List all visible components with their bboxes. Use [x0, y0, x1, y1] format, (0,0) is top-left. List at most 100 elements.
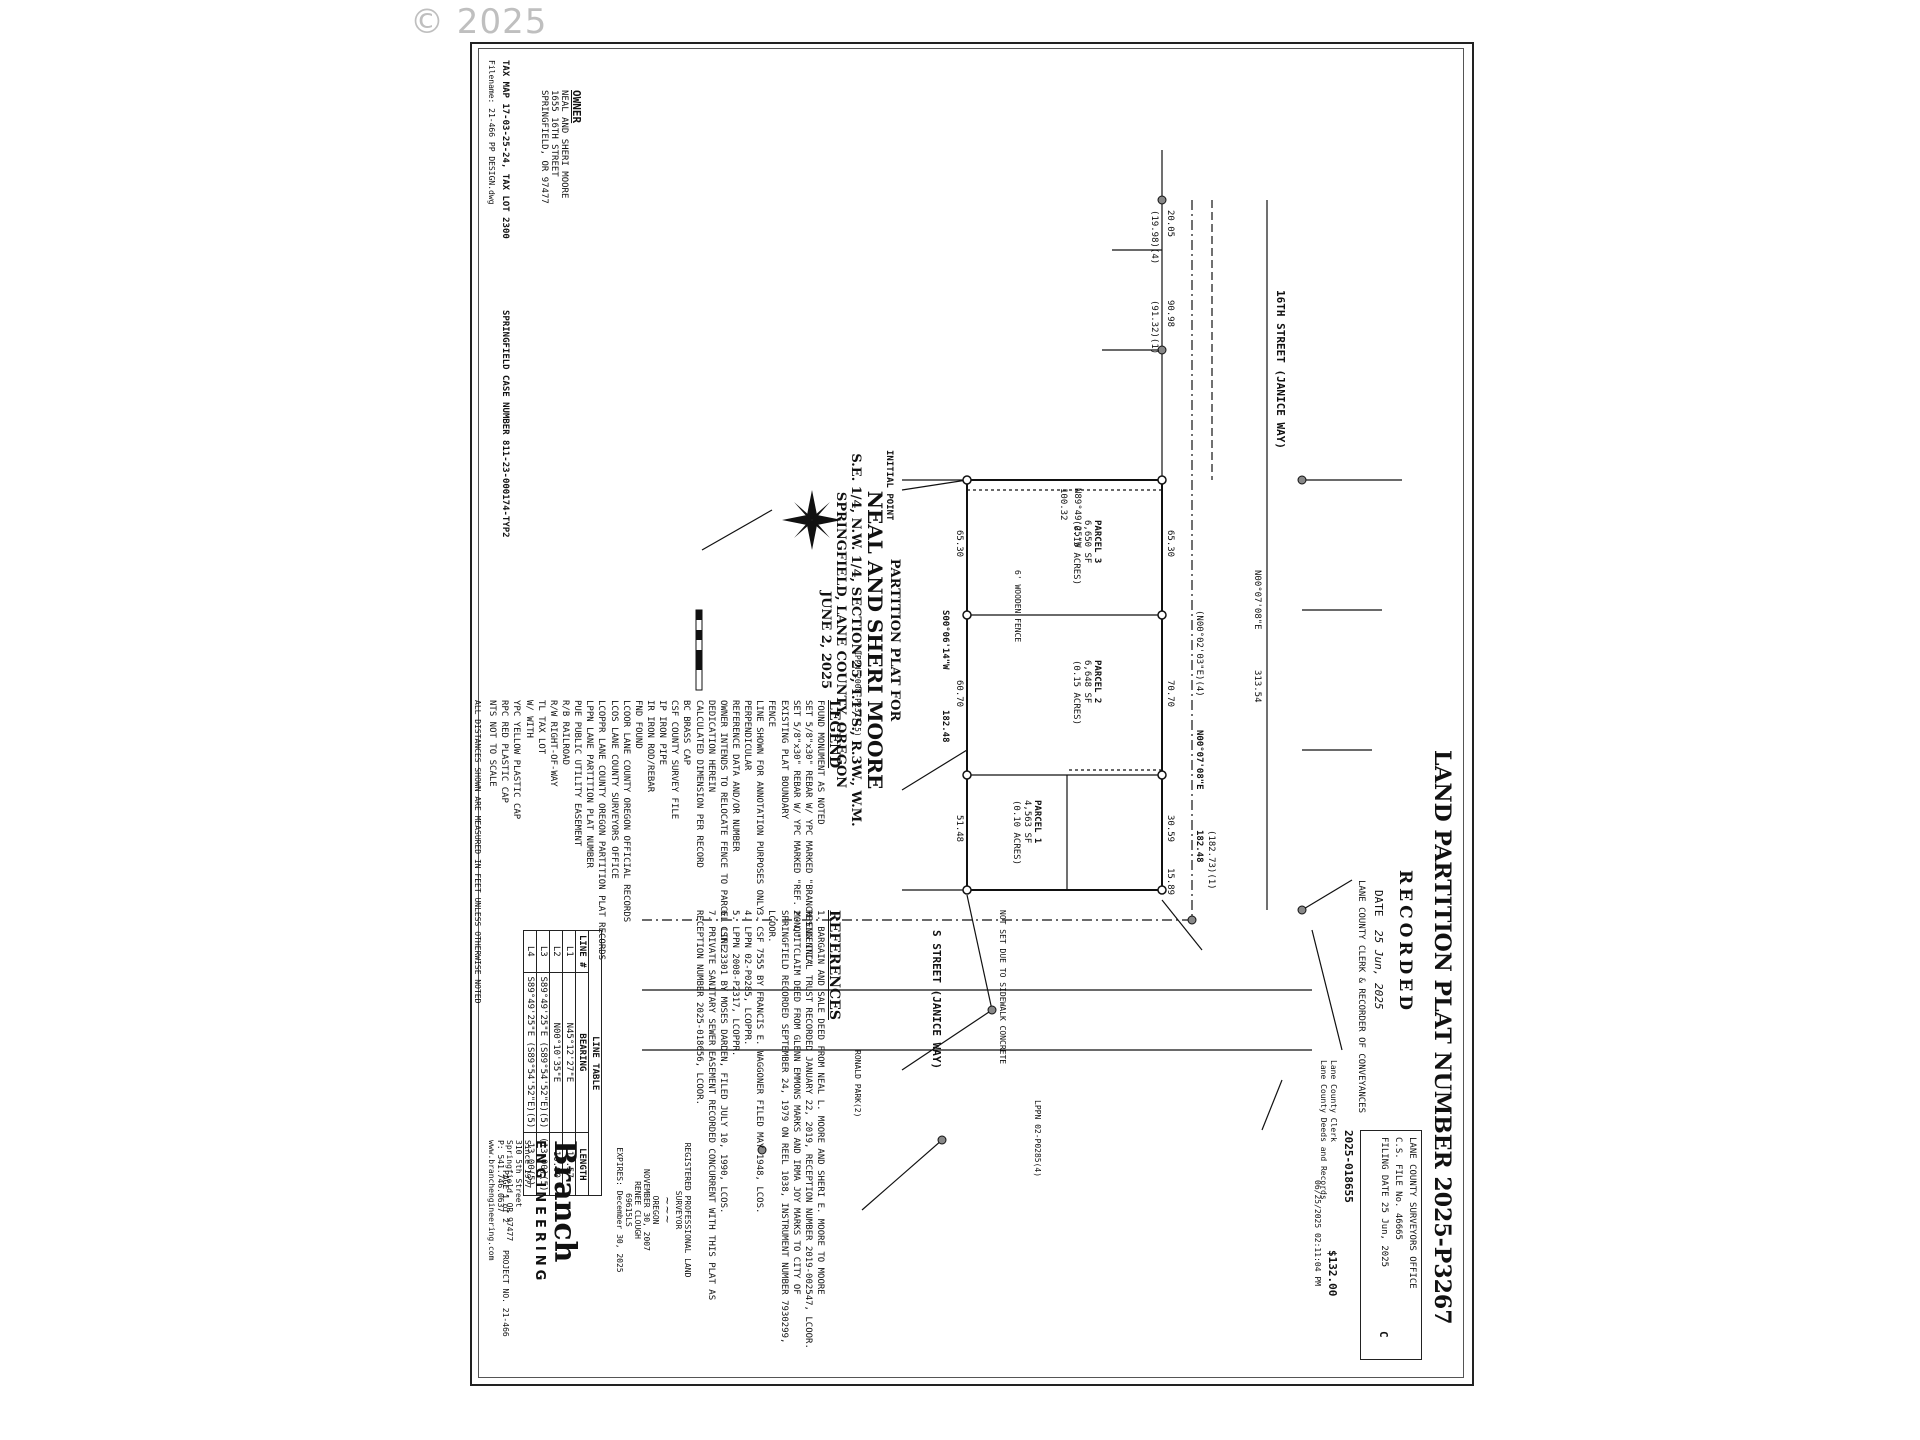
dim-north-2: 70.70 [1165, 680, 1175, 708]
dim-north-3: 30.59 [1165, 815, 1175, 843]
surveyor-stamp: REGISTERED PROFESSIONAL LAND SURVEYOR ~~… [615, 1140, 692, 1280]
recording-number: 2025-018655 [1342, 1130, 1355, 1203]
dim-south-3: 51.48 [954, 815, 964, 843]
company-name-2: ENGINEERING [532, 1140, 547, 1285]
company-since: Since 1977 [523, 1140, 532, 1189]
footer-page: PAGE 1 of 2 [501, 1170, 510, 1223]
dim-left-2: 20.05 [1165, 210, 1175, 238]
street-north: 16TH STREET (JANICE WAY) [1274, 290, 1287, 449]
company-address-1: 310 5th Street [514, 1140, 523, 1208]
surveyor-signature: ~~~ [661, 1196, 674, 1224]
table-cell: S89°49'25"E (S89°54'52"E)(5) [536, 972, 550, 1133]
surveyor-name: RENEE CLOUGH [633, 1181, 642, 1239]
parcel-3-area: 6,650 SF [1081, 520, 1092, 564]
property-boundary [966, 479, 1163, 891]
line-table-col-line: LINE # [575, 930, 589, 973]
surveyor-number: 69615LS [624, 1193, 633, 1227]
dim-left-1-record: (91.32)(1) [1149, 300, 1159, 355]
legend-item: FND FOUND [632, 700, 643, 749]
footer-project: PROJECT NO. 21-466 [501, 1250, 510, 1337]
legend-item: IP IRON PIPE [657, 700, 668, 766]
recording-office: Lane County Deeds and Records [1319, 1060, 1328, 1200]
recorded-label: RECORDED [1395, 870, 1415, 1014]
recording-timestamp: 06/25/2025 02:11:04 PM [1313, 1180, 1322, 1286]
table-cell: L1 [562, 930, 576, 973]
table-cell: N00°10'35"E [549, 972, 563, 1133]
dim-left-1: 90.98 [1165, 300, 1175, 328]
parcel-1-name: PARCEL 1 [1032, 800, 1042, 844]
fence-label: 6' WOODEN FENCE [1013, 570, 1022, 643]
legend-item: NTS NOT TO SCALE [487, 700, 498, 787]
dim-south-total: 182.48 [940, 710, 950, 743]
legend-item: YPC YELLOW PLASTIC CAP [511, 700, 522, 820]
lppn-2-label: LPPN 2008-P2317(5) [853, 650, 862, 737]
reference-item: 7. PRIVATE SANITARY SEWER EASEMENT RECOR… [693, 910, 716, 1301]
dim-north-bearing: N00°07'08"E [1194, 730, 1204, 790]
owner-name: NEAL AND SHERI MOORE [559, 90, 570, 199]
table-cell: L3 [536, 930, 550, 973]
legend-item: LCOOR LANE COUNTY OREGON OFFICIAL RECORD… [620, 700, 631, 923]
recording-county: Lane County Clerk [1329, 1060, 1338, 1142]
legend-item: BC BRASS CAP [681, 700, 692, 766]
owner-block: OWNER NEAL AND SHERI MOORE 1655 16TH STR… [538, 90, 583, 204]
plat-inner-border [478, 48, 1464, 1378]
parcel-2-acres: (0.15 ACRES) [1071, 660, 1082, 726]
dim-south-bearing: S00°06'14"W [940, 610, 950, 670]
lppn-1-label: LPPN 02-P0285(4) [1033, 1100, 1042, 1178]
table-cell: L4 [523, 930, 537, 973]
surveyors-box: LANE COUNTY SURVEYORS OFFICE C.S. FILE N… [1360, 1130, 1422, 1360]
surveyors-letter: C [1377, 1331, 1390, 1338]
table-cell: N45°12'27"E [562, 972, 576, 1133]
legend-note: ALL DISTANCES SHOWN ARE MEASURED IN FEET… [473, 700, 483, 1004]
line-table-heading: LINE TABLE [588, 930, 602, 1196]
references-heading: REFERENCES [826, 910, 842, 1020]
dim-north-record: (N00°02'03"E)(4) [1194, 610, 1204, 697]
footer-tax-map: TAX MAP 17-03-25-24, TAX LOT 2300 [500, 60, 510, 239]
dim-west-length: 100.32 [1058, 488, 1068, 521]
initial-point-label: INITIAL POINT [884, 450, 894, 521]
filing-date: FILING DATE 25 Jun, 2025 [1379, 1137, 1389, 1268]
owner-label: OWNER [570, 90, 583, 124]
owner-city: SPRINGFIELD, OR 97477 [538, 90, 549, 204]
ronald-park-label: RONALD PARK(2) [853, 1050, 862, 1118]
dim-south-2: 60.70 [954, 680, 964, 708]
parcel-1-area: 4,563 SF [1021, 800, 1032, 844]
parcel-1-acres: (0.10 ACRES) [1011, 800, 1022, 866]
dim-street-length: 313.54 [1252, 670, 1262, 703]
legend-item: IR IRON ROD/REBAR [645, 700, 656, 793]
parcel-2-area: 6,648 SF [1081, 660, 1092, 704]
owner-street: 1655 16TH STREET [549, 90, 560, 177]
surveyor-expires: EXPIRES: December 30, 2025 [615, 1147, 624, 1273]
company-web: www.branchengineering.com [487, 1140, 496, 1261]
copyright-watermark: © 2025 [410, 2, 548, 42]
plat-linework [642, 150, 1402, 1211]
company-name: Branch [547, 1140, 582, 1263]
reference-item: 2. QUITCLAIM DEED FROM GLENN EMMONS MARK… [766, 910, 801, 1344]
not-set-label: NOT SET DUE TO SIDEWALK CONCRETE [998, 910, 1007, 1065]
recording-amount: $132.00 [1326, 1250, 1339, 1297]
dim-north-4: 15.89 [1165, 868, 1175, 896]
surveyor-state: OREGON [651, 1195, 660, 1225]
street-east: S STREET (JANICE WAY) [930, 930, 943, 1070]
surveyor-date: NOVEMBER 30, 2007 [642, 1169, 651, 1251]
footer-case: SPRINGFIELD CASE NUMBER 811-23-000174-TY… [500, 310, 510, 538]
dim-street-bearing: N00°07'08"E [1252, 570, 1262, 630]
footer-filename: Filename: 21-466 PP DESIGN.dwg [487, 60, 496, 205]
parcel-2-name: PARCEL 2 [1092, 660, 1102, 704]
reference-item: 3. CSF 7555 BY FRANCIS E. WAGGONER FILED… [754, 910, 765, 1214]
dim-south-1: 65.30 [954, 530, 964, 558]
clerk-label: LANE COUNTY CLERK & RECORDER OF CONVEYAN… [1356, 880, 1366, 1113]
parcel-2: PARCEL 2 6,648 SF (0.15 ACRES) [1071, 660, 1102, 725]
surveyor-title: REGISTERED PROFESSIONAL LAND SURVEYOR [674, 1142, 692, 1278]
dim-north-record-2: (182.73)(1) [1206, 830, 1216, 890]
reference-item: 4. LPPN 02-P0285, LCOPPR. [742, 910, 753, 1046]
dim-north-1: 65.30 [1165, 530, 1175, 558]
parcel-3-name: PARCEL 3 [1092, 520, 1102, 564]
parcel-3: PARCEL 3 6,650 SF (0.15 ACRES) [1071, 520, 1102, 585]
plat-drawing: LAND PARTITION PLAT NUMBER 2025-P3267 RE… [473, 50, 1462, 1370]
table-cell: S89°49'25"E (S89°54'52"E)(5) [523, 972, 537, 1133]
plat-number: LAND PARTITION PLAT NUMBER 2025-P3267 [1429, 750, 1455, 1325]
recorded-date-label: DATE [1372, 890, 1385, 917]
reference-item: 5. LPPN 2008-P2317, LCOPPR. [730, 910, 741, 1057]
title-line-3: S.E. 1/4, N.W. 1/4, SECTION 25, T.17S., … [848, 453, 863, 827]
